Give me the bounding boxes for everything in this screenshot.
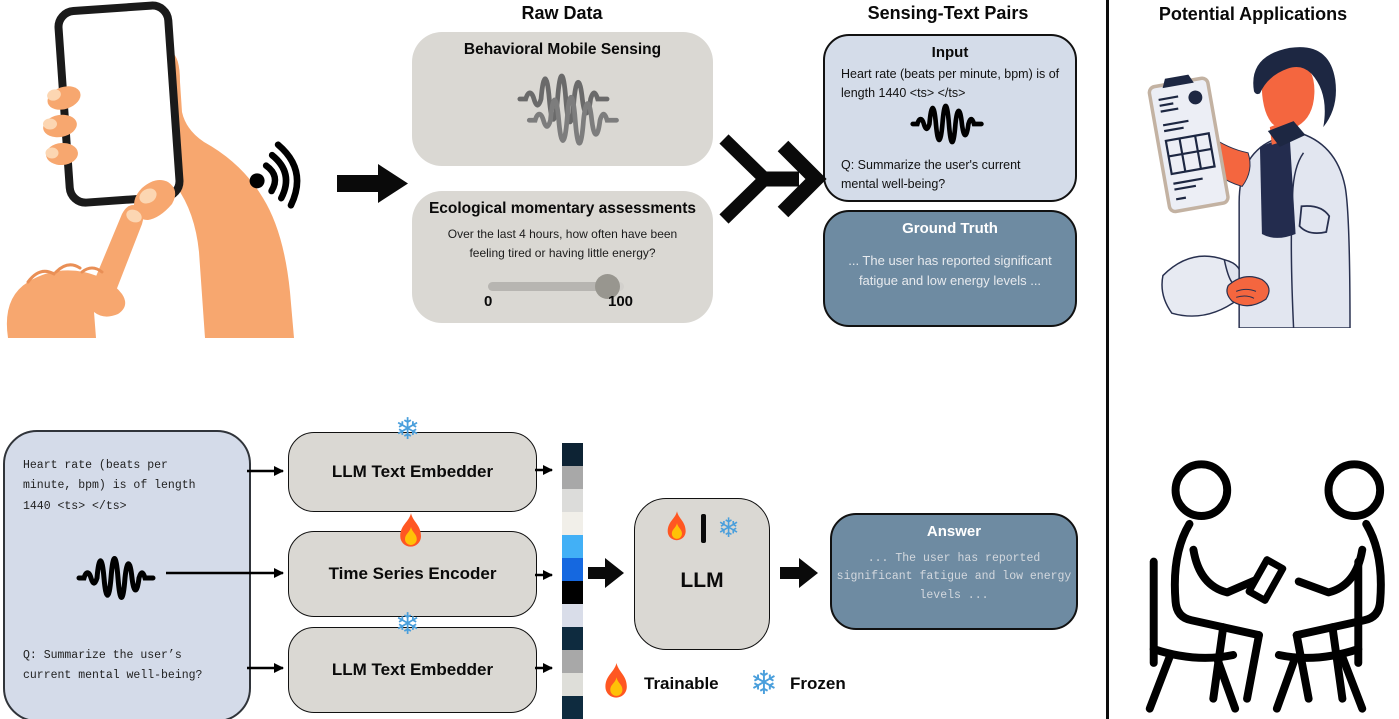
embedding-segment — [562, 558, 583, 581]
embedding-segment — [562, 696, 583, 719]
ema-question: Over the last 4 hours, how often have be… — [447, 227, 678, 260]
arrow-llm-to-answer — [780, 558, 818, 588]
llm-text-embedder-bottom-label: LLM Text Embedder — [331, 660, 494, 679]
embedding-segment — [562, 650, 583, 673]
answer-box: Answer ... The user has reported signifi… — [830, 513, 1078, 630]
counseling-session-icon — [1145, 460, 1385, 713]
flame-icon — [667, 511, 686, 541]
collar — [1267, 121, 1306, 147]
merge-arrow — [719, 134, 827, 224]
ground-truth-box: Ground Truth ... The user has reported s… — [823, 210, 1077, 327]
flame-icon — [605, 663, 627, 698]
potential-applications-heading: Potential Applications — [1158, 4, 1348, 24]
prompt-text: Heart rate (beats per minute, bpm) is of… — [23, 459, 196, 513]
embedding-segment — [562, 512, 583, 535]
coat-pocket — [1298, 205, 1331, 234]
trainable-legend-label: Trainable — [644, 674, 719, 693]
sensing-waveform-icon — [507, 66, 627, 158]
ground-truth-text: ... The user has reported significant fa… — [848, 253, 1052, 288]
sensing-text-pairs-heading: Sensing-Text Pairs — [867, 3, 1029, 23]
tie — [1259, 134, 1296, 238]
separator-bar — [701, 513, 707, 543]
input-pair-text: Heart rate (beats per minute, bpm) is of… — [841, 67, 1060, 101]
answer-text: ... The user has reported significant fa… — [836, 552, 1072, 602]
input-pair-box: Input Heart rate (beats per minute, bpm)… — [823, 34, 1077, 202]
prompt-waveform-icon — [67, 550, 167, 606]
slider-thumb[interactable] — [594, 274, 620, 299]
embedding-segment — [562, 604, 583, 627]
ema-slider-fill — [488, 282, 608, 291]
embedding-segment — [562, 627, 583, 650]
hair — [1253, 47, 1336, 128]
embedding-segment — [562, 581, 583, 604]
hand-holding-phone-illustration — [6, 1, 294, 338]
arrow-strip-to-llm — [588, 558, 624, 588]
embedding-segment — [562, 443, 583, 466]
llm-text-embedder-top: LLM Text Embedder — [288, 432, 537, 512]
slider-max-label: 100 — [608, 293, 634, 310]
behavioral-sensing-title: Behavioral Mobile Sensing — [463, 41, 662, 58]
ema-slider-track[interactable] — [488, 274, 624, 299]
embedding-segment — [562, 673, 583, 696]
clinician-illustration — [1147, 47, 1351, 328]
snowflake-icon: ❄ — [395, 607, 421, 642]
input-pair-title: Input — [931, 44, 969, 61]
arrow-phone-to-rawdata — [337, 164, 408, 203]
lower-hand — [1226, 276, 1270, 307]
clipboard — [1147, 74, 1230, 214]
llm-text-embedder-bottom: LLM Text Embedder — [288, 627, 537, 713]
prompt-question: Q: Summarize the user’s current mental w… — [23, 649, 203, 683]
handheld-notes — [1245, 556, 1287, 604]
thumbnail — [139, 188, 157, 204]
embedding-segment — [562, 535, 583, 558]
right-hand — [157, 51, 294, 338]
frozen-legend-label: Frozen — [790, 674, 846, 693]
snowflake-icon: ❄ — [395, 412, 421, 447]
input-pair-question: Q: Summarize the user's current mental w… — [841, 158, 1021, 192]
raw-data-heading: Raw Data — [521, 3, 603, 23]
llm-state-icons: ❄ — [664, 511, 740, 545]
flame-icon — [400, 513, 421, 547]
section-divider — [1106, 0, 1109, 719]
llm-text-embedder-top-label: LLM Text Embedder — [331, 462, 494, 481]
llm-box: ❄ LLM — [634, 498, 770, 650]
embedding-strip — [562, 443, 583, 719]
fingernails — [43, 89, 61, 159]
answer-title: Answer — [926, 523, 982, 540]
embedding-segment — [562, 466, 583, 489]
phone — [54, 1, 184, 207]
input-waveform-icon — [901, 98, 995, 150]
thumb — [134, 180, 176, 220]
behavioral-sensing-box: Behavioral Mobile Sensing — [412, 32, 713, 166]
head — [1261, 57, 1315, 129]
prompt-box: Heart rate (beats per minute, bpm) is of… — [3, 430, 251, 719]
embedding-segment — [562, 489, 583, 512]
ema-box: Ecological momentary assessments Over th… — [412, 191, 713, 323]
time-series-encoder-label: Time Series Encoder — [328, 564, 497, 583]
wireless-signal-icon — [249, 141, 301, 209]
slider-min-label: 0 — [484, 293, 493, 310]
snowflake-icon: ❄ — [750, 663, 778, 702]
llm-label: LLM — [680, 569, 724, 592]
ema-title: Ecological momentary assessments — [428, 200, 697, 217]
pointing-hand — [6, 205, 144, 338]
ground-truth-title: Ground Truth — [902, 220, 998, 237]
snowflake-icon: ❄ — [717, 512, 740, 544]
